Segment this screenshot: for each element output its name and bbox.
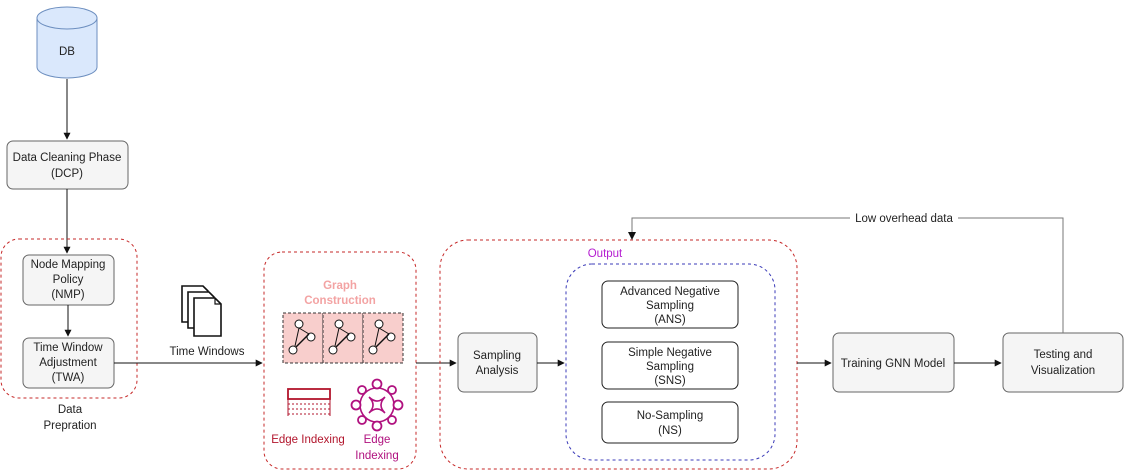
- ns-label-2: (NS): [658, 425, 682, 437]
- sns-label-1: Simple Negative: [628, 347, 712, 359]
- graph-construction-group: [263, 251, 417, 470]
- dcp-label-1: Data Cleaning Phase: [13, 152, 122, 164]
- sns-node[interactable]: Simple Negative Sampling (SNS): [601, 341, 739, 390]
- ans-label-1: Advanced Negative: [620, 286, 720, 298]
- sns-label-3: (SNS): [654, 375, 685, 387]
- sns-label-2: Sampling: [646, 361, 694, 373]
- database-icon: [36, 6, 98, 79]
- db-label: DB: [59, 46, 75, 58]
- network-icon: [350, 378, 404, 432]
- dcp-node[interactable]: Data Cleaning Phase (DCP): [6, 140, 129, 190]
- table-icon: [287, 388, 331, 416]
- testing-label-1: Testing and: [1034, 349, 1093, 361]
- testing-node[interactable]: Testing and Visualization: [1002, 332, 1124, 393]
- edge-indexing-label-2b: Indexing: [355, 450, 398, 462]
- graph-icon: [288, 319, 316, 355]
- graph-icon: [328, 319, 356, 355]
- edge-indexing-label-1: Edge Indexing: [271, 434, 345, 446]
- ans-label-2: Sampling: [646, 300, 694, 312]
- training-node[interactable]: Training GNN Model: [832, 332, 955, 393]
- time-windows-label: Time Windows: [170, 346, 245, 358]
- twa-label-2: Adjustment: [39, 357, 97, 369]
- ns-node[interactable]: No-Sampling (NS): [601, 401, 739, 444]
- ans-label-3: (ANS): [654, 314, 685, 326]
- graph-construction-label-1: Graph: [323, 280, 357, 292]
- twa-label-3: (TWA): [52, 372, 85, 384]
- data-preparation-label-2: Prepration: [43, 420, 96, 432]
- graph-tiles: [282, 312, 404, 364]
- data-preparation-group: [0, 238, 138, 399]
- documents-icon: [181, 285, 222, 337]
- testing-label-2: Visualization: [1031, 365, 1095, 377]
- edge-indexing-label-2a: Edge: [364, 434, 391, 446]
- dcp-label-2: (DCP): [51, 168, 83, 180]
- db-node[interactable]: DB: [36, 6, 98, 79]
- edge-feedback: [631, 217, 1064, 333]
- feedback-arrowhead: [628, 232, 636, 240]
- twa-label-1: Time Window: [33, 342, 103, 354]
- output-group: [565, 263, 776, 461]
- nmp-label-1: Node Mapping: [31, 259, 106, 271]
- analysis-group: [439, 239, 798, 470]
- nmp-label-3: (NMP): [51, 289, 84, 301]
- graph-construction-label-2: Construction: [304, 295, 376, 307]
- ans-node[interactable]: Advanced Negative Sampling (ANS): [601, 280, 739, 329]
- twa-node[interactable]: Time Window Adjustment (TWA): [22, 337, 115, 389]
- feedback-label: Low overhead data: [855, 213, 953, 225]
- sampling-label-2: Analysis: [476, 365, 519, 377]
- sampling-label-1: Sampling: [473, 350, 521, 362]
- output-label: Output: [588, 248, 623, 260]
- feedback-label-bg: [850, 210, 958, 226]
- nmp-label-2: Policy: [53, 274, 84, 286]
- sampling-analysis-node[interactable]: Sampling Analysis: [457, 332, 538, 393]
- data-preparation-label-1: Data: [58, 404, 83, 416]
- ns-label-1: No-Sampling: [637, 410, 703, 422]
- nmp-node[interactable]: Node Mapping Policy (NMP): [22, 254, 115, 306]
- training-label: Training GNN Model: [841, 358, 945, 370]
- graph-icon: [368, 319, 396, 355]
